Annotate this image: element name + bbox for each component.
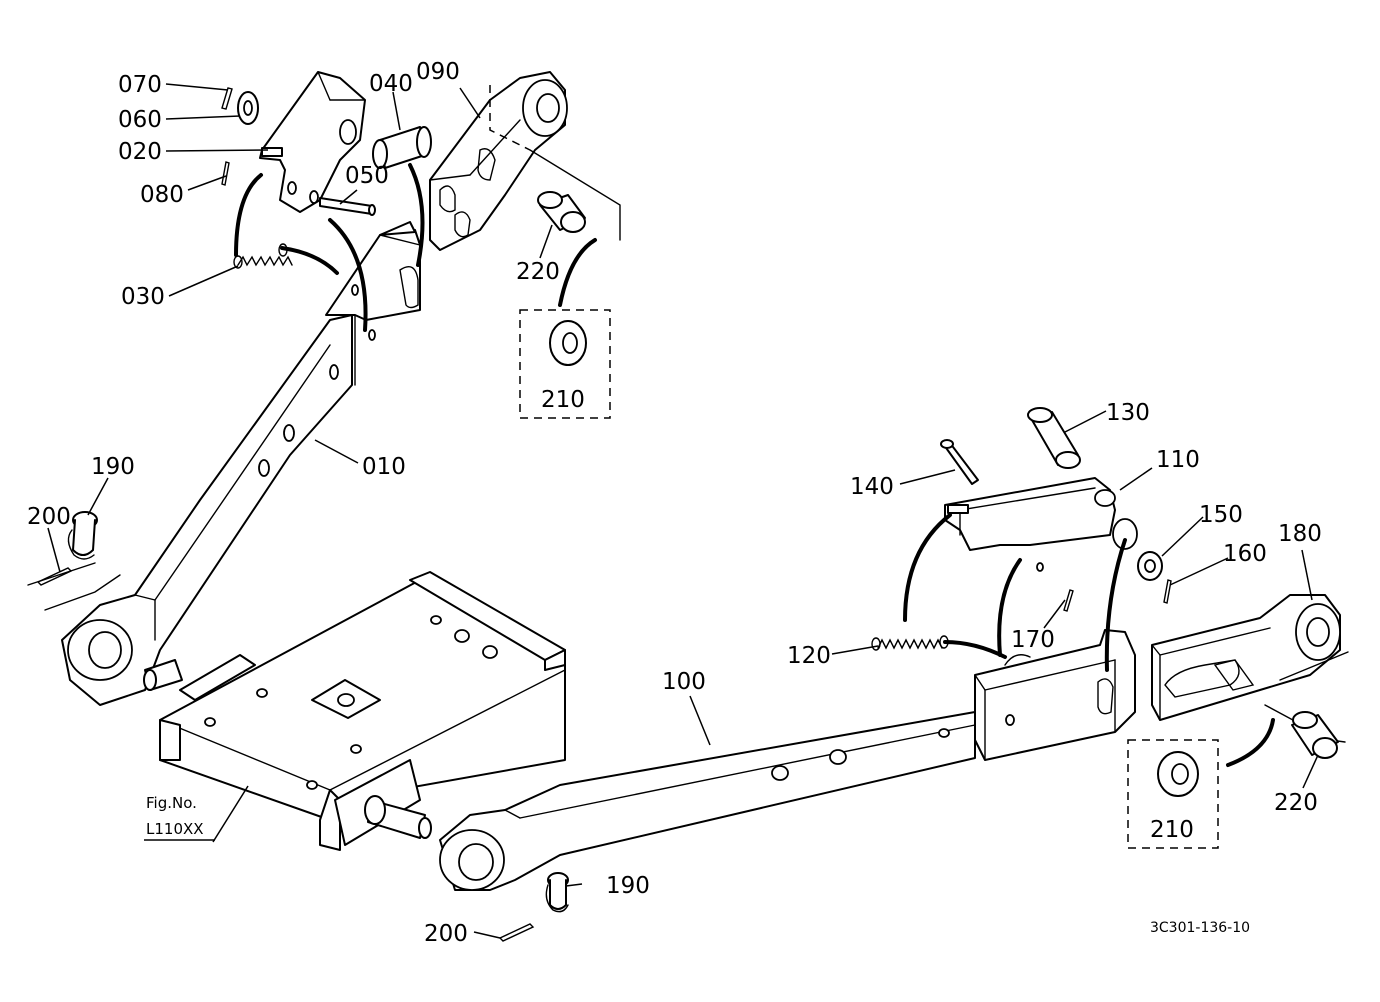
label-030: 030	[121, 284, 165, 310]
end-block-180	[1151, 594, 1341, 721]
label-220-top: 220	[516, 259, 560, 285]
label-180: 180	[1278, 521, 1322, 547]
label-040: 040	[369, 71, 413, 97]
label-110: 110	[1156, 447, 1200, 473]
pin-050	[319, 197, 376, 216]
cotter-pin-170	[1063, 589, 1074, 612]
ref-line-top-090	[529, 149, 621, 241]
label-190-bottom: 190	[606, 873, 650, 899]
lynch-pin-190-bottom	[545, 872, 569, 913]
cotter-pin-200-left	[36, 567, 73, 586]
label-210-top: 210	[541, 387, 585, 413]
assembly-arrow-5	[558, 238, 597, 307]
washer-210-right	[1157, 751, 1199, 797]
label-060: 060	[118, 107, 162, 133]
stub-shaft-left	[143, 659, 183, 691]
assembly-arrow-7	[903, 513, 952, 622]
lower-link-010-sleeve	[325, 221, 421, 386]
label-070: 070	[118, 72, 162, 98]
label-190-left: 190	[91, 454, 135, 480]
assembly-arrow-8	[943, 640, 1007, 659]
lower-link-100	[439, 711, 976, 891]
label-050: 050	[345, 163, 389, 189]
spring-120	[871, 635, 949, 651]
label-210-right: 210	[1150, 817, 1194, 843]
leader-lines	[47, 83, 1319, 939]
label-090: 090	[416, 59, 460, 85]
bushing-220-top	[537, 191, 586, 233]
lower-link-010	[61, 314, 353, 706]
figure-reference: Fig.No. L110XX	[144, 794, 215, 841]
figure-ref-line2: L110XX	[146, 820, 204, 838]
option-box-210-top	[519, 309, 611, 419]
label-170: 170	[1011, 627, 1055, 653]
spring-030	[233, 243, 293, 269]
assembly-arrow-4	[408, 163, 425, 267]
cotter-pin-160	[1163, 579, 1172, 604]
label-020: 020	[118, 139, 162, 165]
drawing-code: 3C301-136-10	[1150, 920, 1250, 936]
mounting-plate	[159, 571, 566, 851]
cotter-pin-200-bottom	[498, 923, 535, 942]
label-140: 140	[850, 474, 894, 500]
washer-210-top	[549, 320, 587, 366]
label-010: 010	[362, 454, 406, 480]
label-130: 130	[1106, 400, 1150, 426]
assembly-arrow-1	[234, 173, 263, 257]
bushing-220-right	[1291, 711, 1339, 759]
washer-150	[1137, 551, 1163, 581]
label-100: 100	[662, 669, 706, 695]
ref-line-180	[1279, 651, 1349, 681]
label-200-bottom: 200	[424, 921, 468, 947]
latch-bracket-020	[259, 71, 366, 213]
lynch-pin-190-left	[67, 511, 98, 560]
stub-shaft-right	[364, 795, 432, 839]
assembly-arrow-2	[280, 246, 339, 275]
label-080: 080	[140, 182, 184, 208]
lower-link-100-sleeve	[974, 629, 1136, 761]
washer-060	[237, 91, 259, 125]
label-200-left: 200	[27, 504, 71, 530]
label-150: 150	[1199, 502, 1243, 528]
assembly-arrow-3	[328, 218, 368, 332]
label-160: 160	[1223, 541, 1267, 567]
pin-140	[940, 439, 979, 485]
latch-bracket-110	[944, 477, 1138, 572]
label-220-right: 220	[1274, 790, 1318, 816]
part-labels: 070 060 020 080 030 040 090 050 220 210 …	[27, 59, 1322, 947]
option-box-210-right	[1127, 739, 1219, 849]
assembly-arrow-9	[997, 558, 1022, 657]
cotter-pin-070	[221, 87, 233, 110]
pin-040	[372, 126, 432, 169]
label-120: 120	[787, 643, 831, 669]
figure-ref-line1: Fig.No.	[146, 794, 197, 812]
pin-130	[1027, 407, 1081, 469]
assembly-arrow-10	[1104, 538, 1127, 672]
end-block-090	[429, 71, 568, 251]
cotter-pin-080	[221, 161, 230, 186]
assembly-arrow-6	[1226, 718, 1275, 767]
ref-line-left-1	[44, 574, 121, 611]
